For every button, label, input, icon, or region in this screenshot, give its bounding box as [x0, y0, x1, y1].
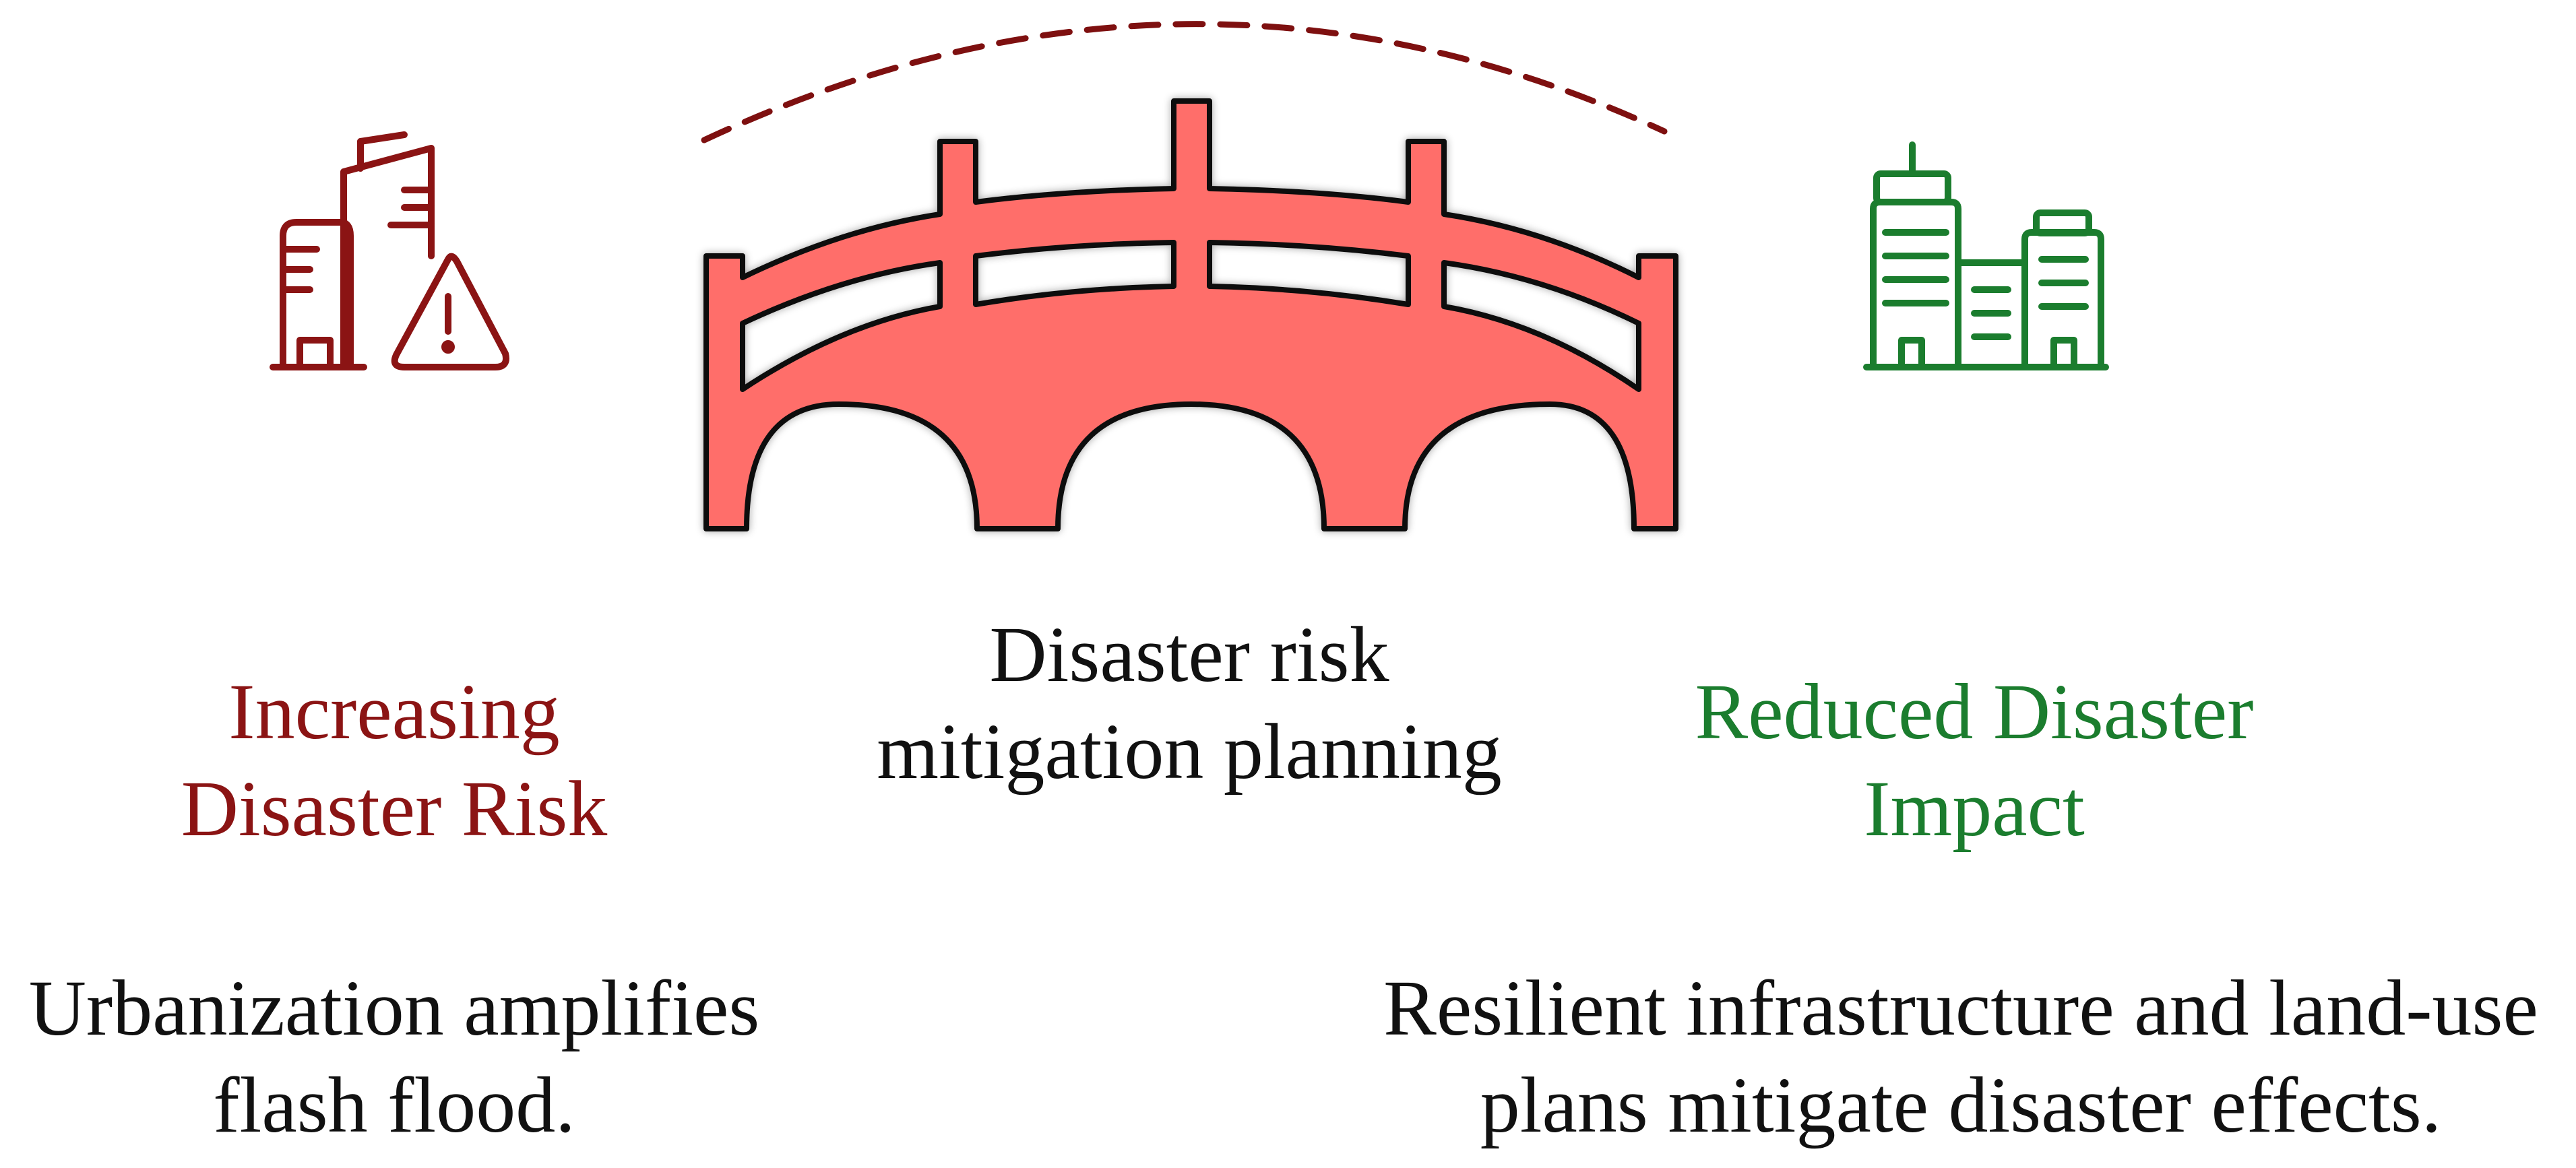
- impact-title-line1: Reduced Disaster: [1695, 668, 2254, 756]
- center-title: Disaster risk mitigation planning: [822, 606, 1557, 800]
- impact-desc-line1: Resilient infrastructure and land-use: [1383, 964, 2538, 1052]
- risk-description: Urbanization amplifies flash flood.: [0, 960, 788, 1154]
- impact-desc-line2: plans mitigate disaster effects.: [1480, 1060, 2442, 1149]
- city-warning-icon: [270, 131, 509, 370]
- center-title-line1: Disaster risk: [989, 610, 1389, 699]
- risk-title-line1: Increasing: [228, 668, 560, 756]
- dashed-arc: [701, 21, 1668, 143]
- bridge-icon: [703, 98, 1678, 531]
- risk-desc-line1: Urbanization amplifies: [28, 964, 760, 1052]
- impact-title-line2: Impact: [1864, 764, 2085, 853]
- risk-title-line2: Disaster Risk: [181, 764, 608, 853]
- center-title-line2: mitigation planning: [877, 707, 1502, 796]
- resilient-city-icon: [1863, 141, 2109, 370]
- risk-desc-line2: flash flood.: [213, 1060, 575, 1149]
- impact-title: Reduced Disaster Impact: [1597, 663, 2352, 857]
- risk-title: Increasing Disaster Risk: [88, 663, 701, 857]
- impact-description: Resilient infrastructure and land-use pl…: [1354, 960, 2567, 1154]
